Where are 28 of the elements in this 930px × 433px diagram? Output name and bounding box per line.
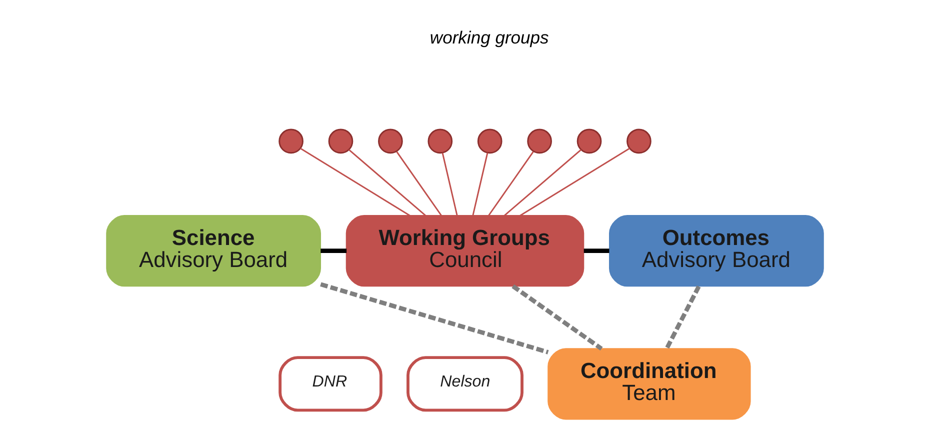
connector [348,149,426,216]
node-circle [428,128,453,154]
connector [472,152,488,216]
node-box: Working Groups Council [346,215,584,287]
node-circle [278,128,304,154]
connector [300,148,411,216]
node-circle [477,128,502,154]
node-circle [626,128,652,154]
connector [519,148,630,216]
node-circle [378,128,403,154]
connector [664,285,701,350]
connector [442,152,458,216]
connector [488,151,534,216]
node-box: Coordination Team [548,348,751,420]
label: working groups [430,27,549,48]
connector [584,248,610,254]
node-box: Nelson [406,356,524,412]
node-box: DNR [278,356,382,412]
connector [320,248,347,254]
connector [396,151,442,216]
node-circle [527,128,552,154]
node-box: Outcomes Advisory Board [609,215,824,287]
node-circle [576,128,602,154]
connector [504,149,582,216]
connector [320,282,549,354]
node-circle [328,128,354,154]
node-box: Science Advisory Board [106,215,321,287]
connector [512,284,603,351]
